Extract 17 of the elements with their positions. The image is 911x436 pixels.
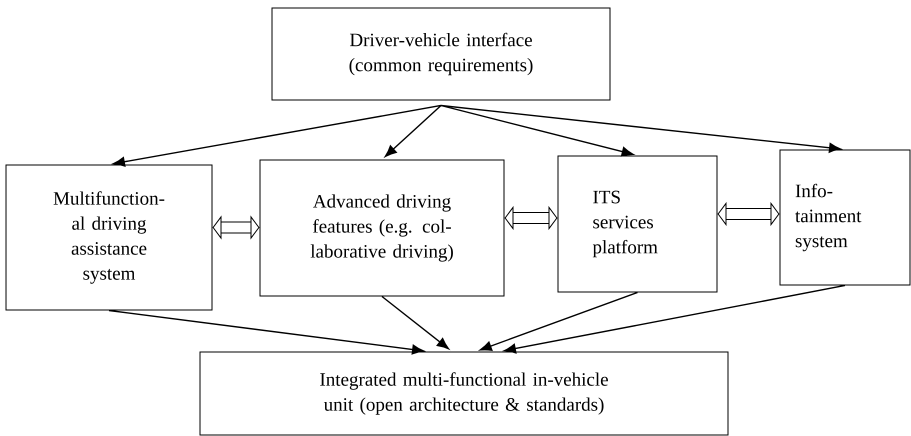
process-box: Multifunction- al driving assistance system — [6, 164, 212, 310]
arrow — [440, 104, 634, 157]
process-box: Advanced driving features (e.g. col- laborative driving) — [260, 160, 504, 296]
arrow — [382, 296, 449, 350]
arrow — [504, 206, 558, 230]
process-box: Integrated multi-functional in-vehicle unit (open architecture & standards) — [200, 352, 728, 436]
arrow — [108, 310, 424, 354]
arrow — [718, 202, 780, 226]
process-box: ITS services platform — [558, 156, 718, 292]
arrow — [384, 104, 442, 157]
arrow — [212, 215, 260, 240]
process-box: Info- tainment system — [780, 150, 910, 286]
arrow — [480, 292, 638, 351]
arrow — [504, 284, 846, 354]
arrow — [113, 104, 442, 167]
arrow — [440, 104, 841, 153]
process-box: Driver-vehicle interface (common requirements) — [272, 8, 610, 100]
